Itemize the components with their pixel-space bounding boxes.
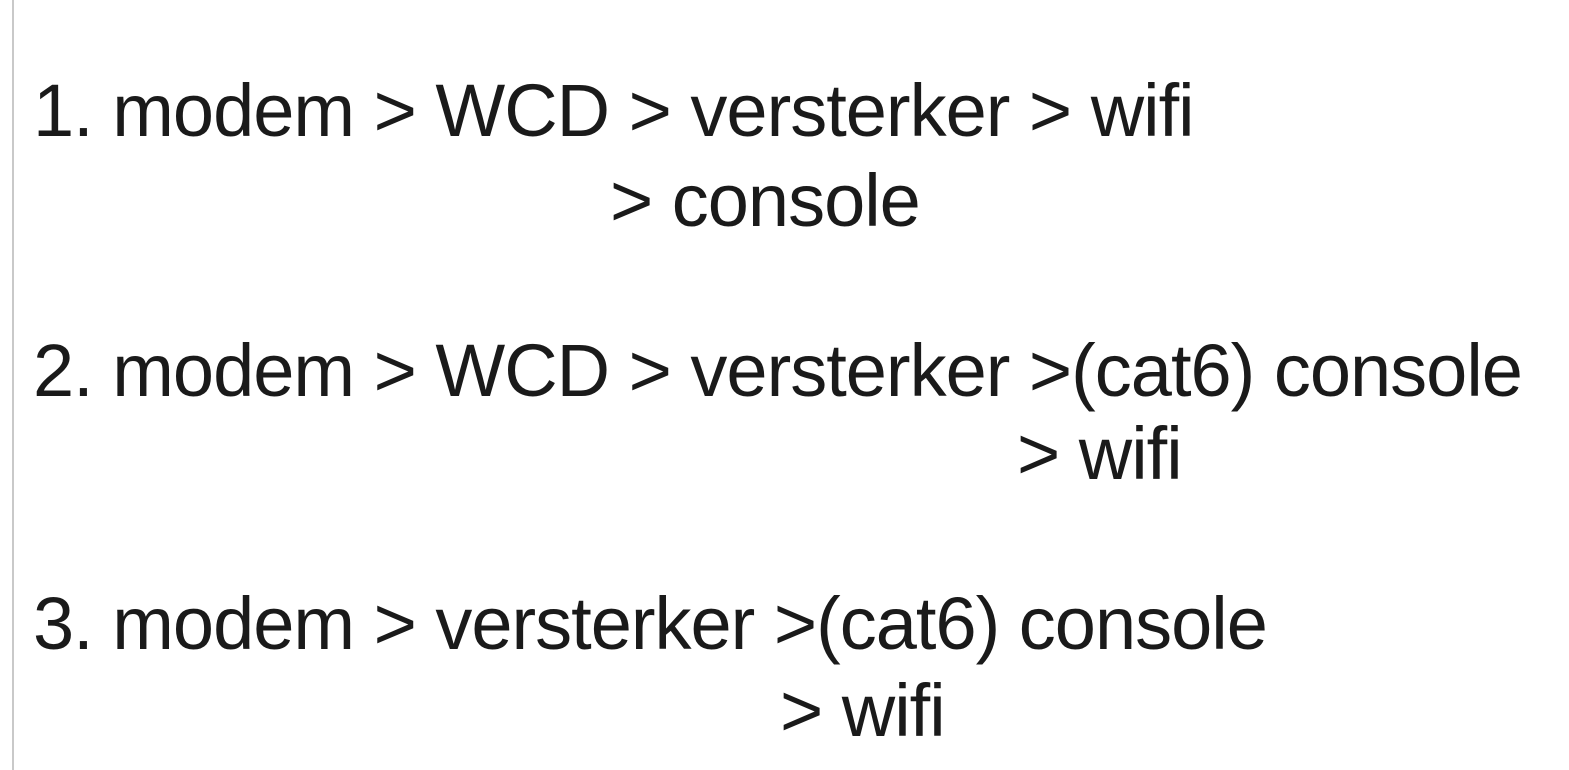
option-2-line-1: 2. modem > WCD > versterker >(cat6) cons… bbox=[33, 329, 1523, 412]
option-2-line-2: > wifi bbox=[1017, 412, 1183, 495]
option-3-line-1: 3. modem > versterker >(cat6) console bbox=[33, 582, 1268, 665]
option-1-line-1: 1. modem > WCD > versterker > wifi bbox=[33, 69, 1195, 152]
option-1-line-2: > console bbox=[610, 159, 921, 242]
option-3-line-2: > wifi bbox=[780, 669, 946, 752]
panel-left-border-line bbox=[12, 0, 14, 770]
